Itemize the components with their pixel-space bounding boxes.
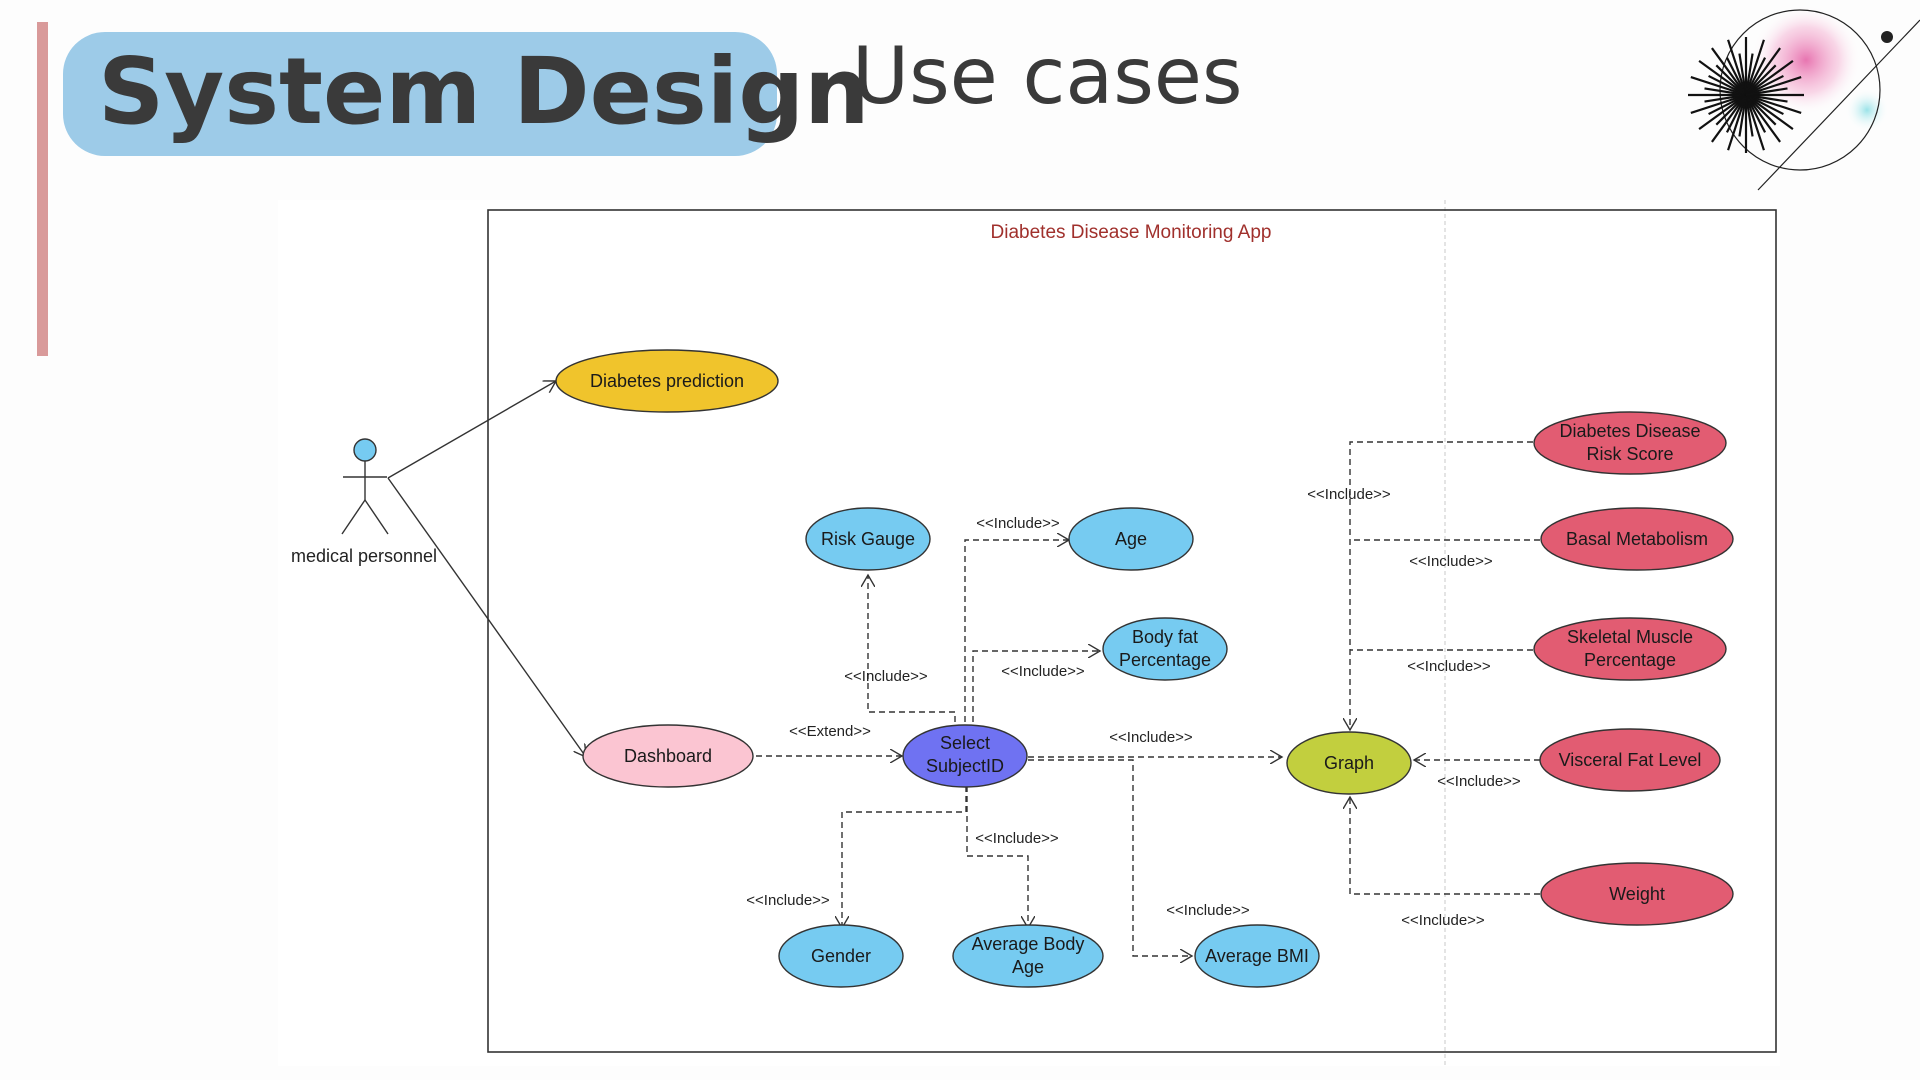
usecase-skeletal-muscle (1533, 617, 1727, 681)
label-skeletal-1: Skeletal Muscle (1567, 627, 1693, 647)
label-select-subjectid-2: SubjectID (926, 756, 1004, 776)
usecase-avg-body-age (952, 924, 1104, 988)
include-label-weight: <<Include>> (1401, 912, 1485, 929)
starburst-ray (1745, 76, 1802, 97)
usecase-avg-bmi (1194, 924, 1320, 988)
system-title: Diabetes Disease Monitoring App (991, 222, 1272, 243)
usecase-weight (1540, 862, 1734, 926)
label-avg-bmi: Average BMI (1205, 946, 1309, 966)
title-pill (63, 32, 777, 156)
starburst-ray (1711, 94, 1747, 143)
starburst-ray (1727, 39, 1748, 96)
starburst-ray (1698, 94, 1747, 130)
usecase-body-fat (1102, 617, 1228, 681)
label-age: Age (1115, 529, 1147, 549)
include-label-graph: <<Include>> (1109, 729, 1193, 746)
usecase-basal-metabolism (1540, 507, 1734, 571)
starburst-ray (1745, 87, 1788, 97)
include-label-risk-score: <<Include>> (1307, 486, 1391, 503)
starburst-ray (1745, 60, 1794, 96)
include-label-skeletal: <<Include>> (1407, 658, 1491, 675)
label-skeletal-2: Percentage (1584, 650, 1676, 670)
include-label-visceral: <<Include>> (1437, 773, 1521, 790)
label-diabetes-prediction: Diabetes prediction (590, 371, 744, 391)
actor-label: medical personnel (291, 546, 437, 566)
label-graph: Graph (1324, 753, 1374, 773)
label-risk-score-2: Risk Score (1586, 444, 1673, 464)
label-basal-metabolism: Basal Metabolism (1566, 529, 1708, 549)
slide-title: System Design (98, 38, 870, 145)
include-label-avg-bmi: <<Include>> (1166, 902, 1250, 919)
extend-label: <<Extend>> (789, 723, 871, 740)
usecase-visceral-fat (1539, 728, 1721, 792)
label-risk-gauge: Risk Gauge (821, 529, 915, 549)
starburst-ray (1744, 39, 1765, 96)
include-label-avg-body-age: <<Include>> (975, 830, 1059, 847)
starburst-ray (1744, 94, 1765, 151)
label-gender: Gender (811, 946, 871, 966)
label-visceral-fat: Visceral Fat Level (1559, 750, 1702, 770)
include-label-age: <<Include>> (976, 515, 1060, 532)
include-label-basal: <<Include>> (1409, 553, 1493, 570)
label-weight: Weight (1609, 884, 1665, 904)
include-label-gender: <<Include>> (746, 892, 830, 909)
starburst-ray (1690, 93, 1747, 114)
label-body-fat-1: Body fat (1132, 627, 1198, 647)
label-avg-body-age-1: Average Body (972, 934, 1085, 954)
usecase-age (1068, 507, 1194, 571)
starburst-ray (1745, 47, 1781, 96)
starburst-ray (1698, 60, 1747, 96)
include-label-body-fat: <<Include>> (1001, 663, 1085, 680)
slide-subtitle: Use cases (852, 32, 1243, 122)
usecase-select-subjectid (902, 724, 1028, 788)
usecase-risk-score (1533, 411, 1727, 475)
label-risk-score-1: Diabetes Disease (1559, 421, 1700, 441)
include-label-risk-gauge: <<Include>> (844, 668, 928, 685)
starburst-ray (1727, 94, 1748, 151)
usecase-risk-gauge (805, 507, 931, 571)
label-select-subjectid-1: Select (940, 733, 990, 753)
starburst-ray (1711, 47, 1747, 96)
system-boundary (487, 209, 1777, 1053)
starburst-ray (1690, 76, 1747, 97)
actor-medical-personnel (341, 438, 389, 535)
usecase-graph (1286, 731, 1412, 795)
starburst-ray (1745, 94, 1794, 130)
usecase-diabetes-prediction (555, 349, 779, 413)
use-case-diagram: Diabetes Disease Monitoring App medical … (278, 200, 1780, 1066)
starburst-decoration-icon (1688, 5, 1920, 191)
starburst-ray (1745, 94, 1781, 143)
usecase-dashboard (582, 724, 754, 788)
label-avg-body-age-2: Age (1012, 957, 1044, 977)
usecase-gender (778, 924, 904, 988)
label-dashboard: Dashboard (624, 746, 712, 766)
starburst-ray (1745, 93, 1802, 114)
label-body-fat-2: Percentage (1119, 650, 1211, 670)
accent-bar (37, 22, 48, 356)
